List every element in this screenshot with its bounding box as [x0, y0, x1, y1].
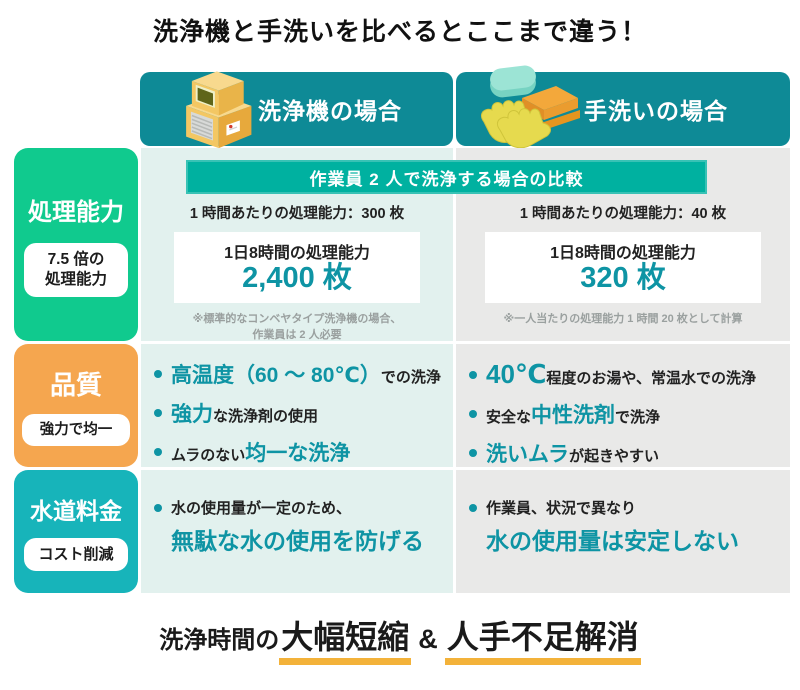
conclusion-ampersand: &	[418, 624, 438, 654]
quality-hand-cell: 40℃程度のお湯や、常温水での洗浄 安全な中性洗剤で洗浄 洗いムラが起きやすい	[456, 344, 790, 467]
bullet-dot	[154, 503, 162, 512]
text-segment: が起きやすい	[568, 448, 659, 465]
water-machine-line2: 無駄な水の使用を防げる	[171, 528, 424, 554]
bullet-text: 高温度（60 ～ 80℃）での洗浄	[171, 359, 441, 389]
bullet-dot	[469, 370, 477, 379]
conclusion-highlight-1: 大幅短縮	[279, 619, 412, 665]
text-segment: な洗浄剤の使用	[213, 408, 319, 425]
row-label-capacity: 処理能力 7.5 倍の 処理能力	[14, 148, 138, 341]
hand-hourly-capacity: 1 時間あたりの処理能力：40 枚	[519, 206, 727, 222]
bullet-text: 強力な洗浄剤の使用	[171, 398, 318, 428]
text-segment: 中性洗剤	[531, 404, 616, 427]
text-segment: で洗浄	[615, 409, 661, 426]
bullet-text: ムラのない均一な洗浄	[171, 437, 350, 467]
text-segment: 高温度（60 ～ 80℃）	[171, 364, 381, 387]
list-item: 強力な洗浄剤の使用	[154, 398, 447, 428]
quality-label: 品質	[49, 369, 102, 400]
page-title: 洗浄機と手洗いを比べるとここまで違う！	[152, 18, 647, 46]
bullet-dot	[154, 448, 162, 456]
bullet-dot	[154, 370, 162, 378]
bullet-dot	[469, 449, 477, 457]
text-segment: 安全な	[486, 409, 532, 426]
machine-daily-title: 1日8時間の処理能力	[224, 245, 370, 262]
bullet-dot	[469, 503, 477, 512]
machine-capacity-note: ※標準的なコンベヤタイプ洗浄機の場合、 作業員は 2 人必要	[193, 312, 402, 344]
water-machine-content: 水の使用量が一定のため、 無駄な水の使用を防げる	[141, 470, 453, 556]
capacity-badge-line2: 処理能力	[44, 271, 107, 288]
comparison-banner-text: 作業員 2 人で洗浄する場合の比較	[309, 169, 584, 189]
conclusion-prefix: 洗浄時間の	[159, 627, 280, 654]
dishwasher-machine-icon	[166, 56, 260, 152]
quality-machine-list: 高温度（60 ～ 80℃）での洗浄 強力な洗浄剤の使用 ムラのない均一な洗浄	[141, 344, 453, 467]
row-label-water: 水道料金 コスト削減	[14, 470, 138, 593]
capacity-badge-line1: 7.5 倍の	[47, 250, 105, 268]
bullet-text: 40℃程度のお湯や、常温水での洗浄	[486, 359, 756, 390]
list-item: ムラのない均一な洗浄	[154, 437, 447, 467]
hand-daily-value: 320 枚	[580, 262, 666, 294]
list-item: 洗いムラが起きやすい	[469, 438, 784, 468]
hand-daily-title: 1日8時間の処理能力	[550, 245, 696, 262]
capacity-label: 処理能力	[28, 198, 124, 226]
list-item: 40℃程度のお湯や、常温水での洗浄	[469, 359, 784, 390]
list-item: 高温度（60 ～ 80℃）での洗浄	[154, 359, 447, 389]
water-badge: コスト削減	[24, 537, 128, 572]
water-machine-line1-text: 水の使用量が一定のため、	[171, 500, 352, 517]
bullet-dot	[154, 409, 162, 417]
text-segment: での洗浄	[380, 369, 441, 386]
comparison-banner: 作業員 2 人で洗浄する場合の比較	[186, 160, 707, 194]
machine-column-label: 洗浄機の場合	[258, 98, 402, 124]
water-label: 水道料金	[30, 497, 122, 524]
water-machine-cell: 水の使用量が一定のため、 無駄な水の使用を防げる	[141, 470, 453, 593]
machine-note-line2: 作業員は 2 人必要	[252, 328, 342, 341]
gloves-soap-towels-icon	[472, 62, 586, 148]
row-label-quality: 品質 強力で均一	[14, 344, 138, 467]
water-hand-line2: 水の使用量は安定しない	[486, 528, 739, 554]
quality-hand-list: 40℃程度のお湯や、常温水での洗浄 安全な中性洗剤で洗浄 洗いムラが起きやすい	[456, 344, 790, 468]
list-item: 安全な中性洗剤で洗浄	[469, 399, 784, 429]
water-machine-line1: 水の使用量が一定のため、	[154, 497, 453, 518]
text-segment: 程度のお湯や、常温水での洗浄	[546, 370, 756, 387]
capacity-badge: 7.5 倍の 処理能力	[24, 242, 128, 298]
capacity-hand-content: 1 時間あたりの処理能力：40 枚 1日8時間の処理能力 320 枚 ※一人当た…	[456, 148, 790, 341]
bullet-dot	[469, 410, 477, 418]
machine-daily-value: 2,400 枚	[242, 262, 352, 294]
water-hand-line1: 作業員、状況で異なり	[469, 497, 790, 518]
machine-daily-capacity-box: 1日8時間の処理能力 2,400 枚	[174, 232, 420, 303]
text-segment: 強力	[171, 403, 213, 426]
hand-note-line1: ※一人当たりの処理能力 1 時間 20 枚として計算	[503, 312, 743, 325]
machine-note-line1: ※標準的なコンベヤタイプ洗浄機の場合、	[192, 312, 402, 325]
conclusion-banner: 洗浄時間の大幅短縮&人手不足解消	[0, 612, 800, 665]
quality-machine-cell: 高温度（60 ～ 80℃）での洗浄 強力な洗浄剤の使用 ムラのない均一な洗浄	[141, 344, 453, 467]
hand-capacity-note: ※一人当たりの処理能力 1 時間 20 枚として計算	[504, 312, 743, 328]
text-segment: 均一な洗浄	[245, 442, 351, 465]
water-hand-cell: 作業員、状況で異なり 水の使用量は安定しない	[456, 470, 790, 593]
text-segment: 洗いムラ	[486, 443, 569, 466]
bullet-text: 安全な中性洗剤で洗浄	[486, 399, 660, 429]
capacity-machine-content: 1 時間あたりの処理能力：300 枚 1日8時間の処理能力 2,400 枚 ※標…	[141, 148, 453, 341]
conclusion-highlight-2: 人手不足解消	[444, 619, 641, 665]
machine-hourly-capacity: 1 時間あたりの処理能力：300 枚	[189, 206, 405, 222]
water-hand-content: 作業員、状況で異なり 水の使用量は安定しない	[456, 470, 790, 556]
hand-daily-capacity-box: 1日8時間の処理能力 320 枚	[485, 232, 761, 303]
quality-badge: 強力で均一	[22, 413, 130, 447]
hand-column-label: 手洗いの場合	[584, 98, 728, 124]
bullet-text: 洗いムラが起きやすい	[486, 438, 659, 468]
text-segment: ムラのない	[171, 447, 246, 464]
text-segment: 40℃	[486, 359, 547, 389]
water-hand-line1-text: 作業員、状況で異なり	[486, 500, 637, 517]
